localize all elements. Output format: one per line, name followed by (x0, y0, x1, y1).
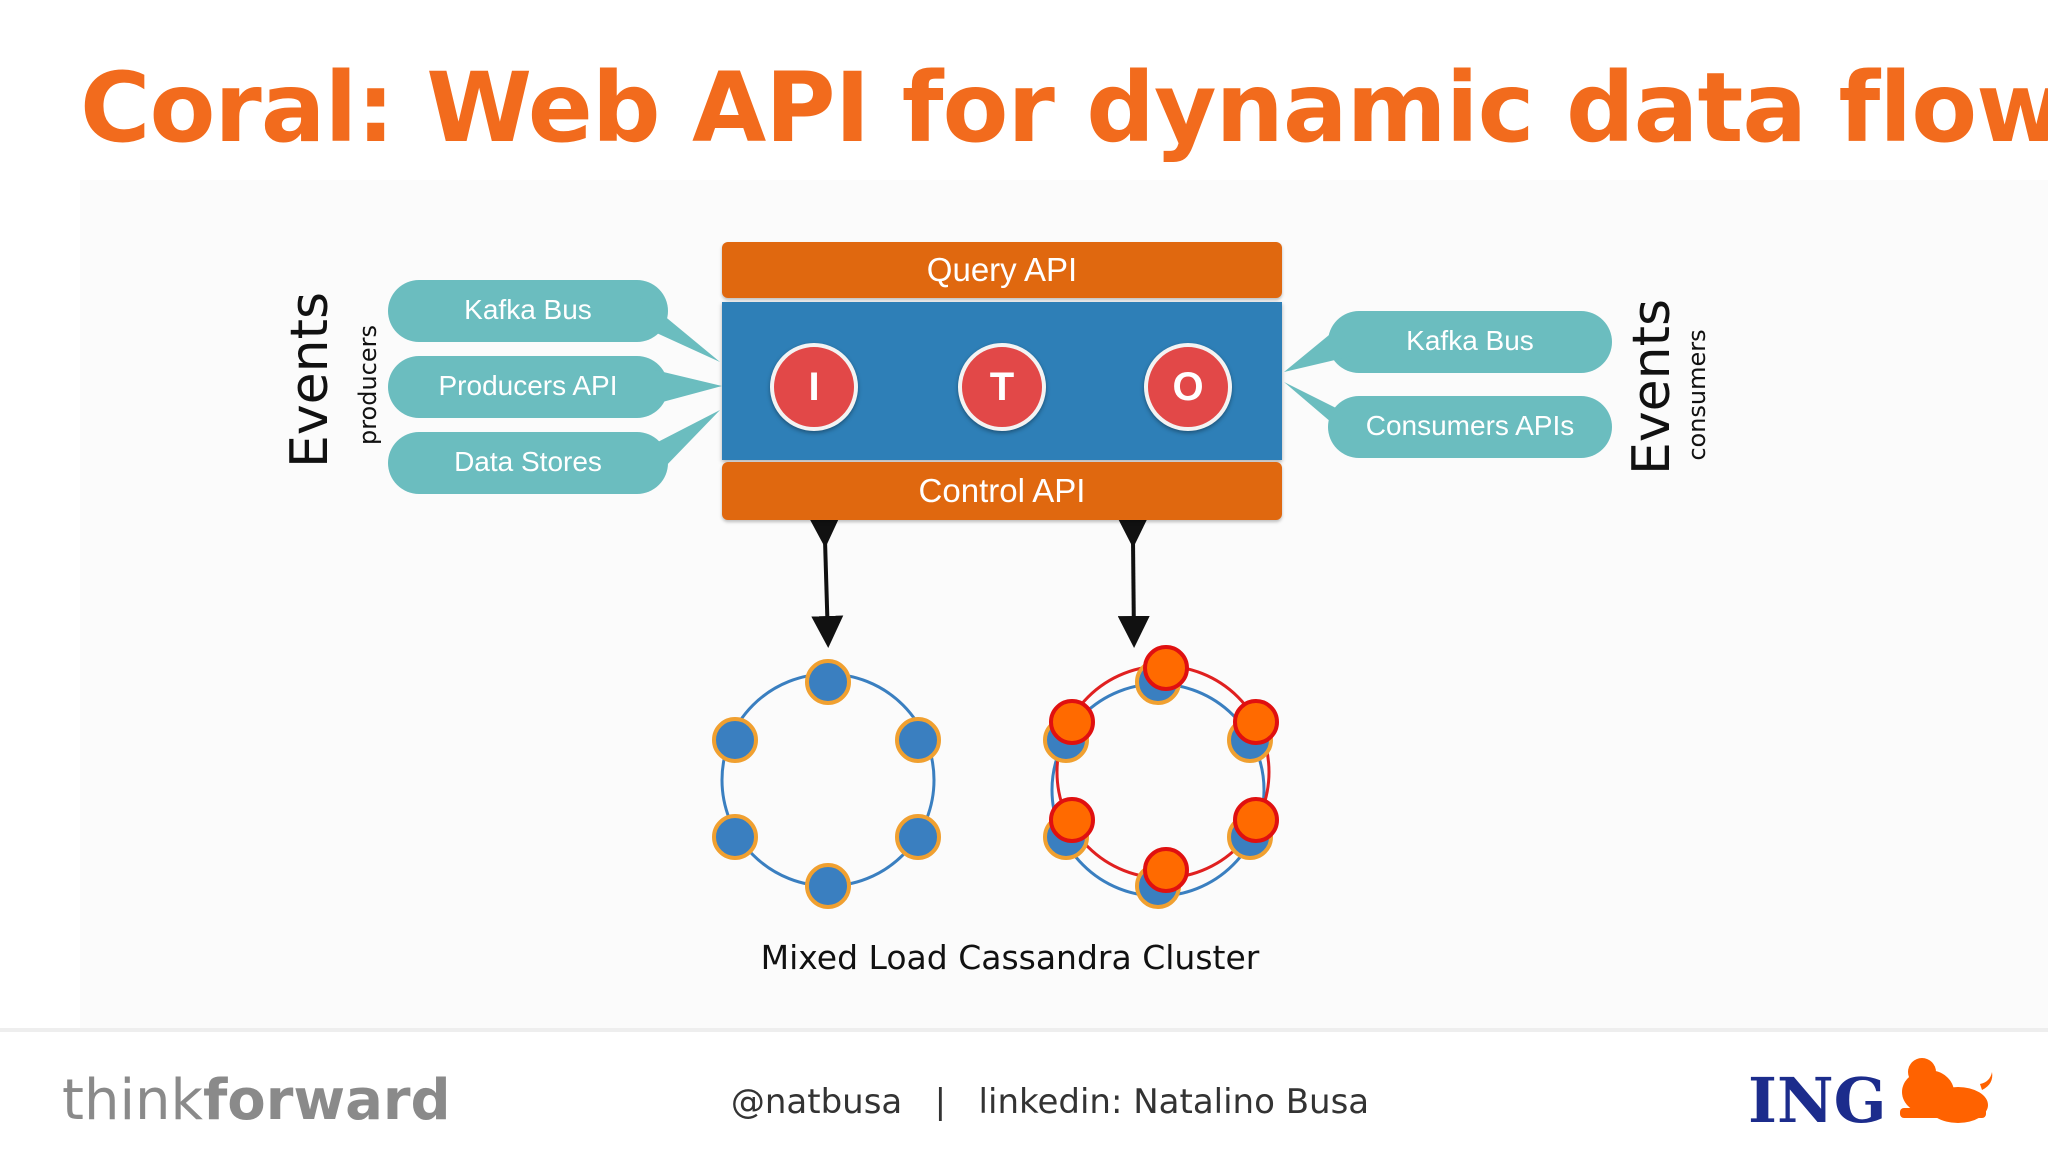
consumer-callout-1 (1328, 311, 1612, 373)
control-api-bar: Control API (722, 462, 1282, 520)
slide-title: Coral: Web API for dynamic data flows (80, 52, 2048, 164)
cassandra-cluster-right (1043, 645, 1279, 909)
producer-callout-3 (388, 432, 668, 494)
producer-callout-2 (388, 356, 668, 418)
consumer-consumers-apis: Consumers APIs (1365, 410, 1575, 441)
cluster-node (712, 717, 758, 763)
contact-info: @natbusa | linkedin: Natalino Busa (730, 1082, 1370, 1122)
cluster-node-replica (1233, 699, 1279, 745)
query-api-label: Query API (926, 251, 1078, 288)
producer-data-stores: Data Stores (454, 446, 602, 477)
consumers-role-label: consumers (1683, 329, 1711, 461)
ing-logo-text: ING (1748, 1064, 1887, 1137)
cluster-node-replica (1143, 847, 1189, 893)
control-api-label: Control API (918, 472, 1086, 509)
brand-light: think (62, 1068, 203, 1133)
cluster-node (805, 659, 851, 705)
producer-callouts (388, 280, 722, 494)
consumer-callout-2 (1328, 396, 1612, 458)
cluster-node (895, 814, 941, 860)
producer-kafka-bus: Kafka Bus (464, 294, 592, 325)
cluster-node-replica (1233, 797, 1279, 843)
producers-events-label: Events (280, 291, 340, 468)
pipeline-node-input: I (770, 343, 858, 431)
cluster-node (805, 863, 851, 909)
consumer-kafka-bus: Kafka Bus (1406, 325, 1534, 356)
brand-bold: forward (202, 1068, 451, 1133)
producer-producers-api: Producers API (438, 370, 618, 401)
cluster-node-replica (1049, 797, 1095, 843)
cassandra-cluster-left (712, 659, 941, 909)
consumer-callouts (1284, 311, 1612, 458)
producers-role-label: producers (354, 324, 382, 446)
cluster-node (895, 717, 941, 763)
producer-callout-1 (388, 280, 668, 342)
cluster-link-arrow-left (808, 515, 844, 648)
cluster-node-replica (1143, 645, 1189, 691)
cluster-node-replica (1049, 699, 1095, 745)
cluster-node (712, 814, 758, 860)
footer-divider (0, 1028, 2048, 1032)
thinkforward-logo: thinkforward (62, 1068, 451, 1133)
query-api-bar: Query API (722, 242, 1282, 298)
cluster-link-arrow-right (1116, 515, 1150, 648)
pipeline-node-transform: T (958, 343, 1046, 431)
pipeline-node-output: O (1144, 343, 1232, 431)
consumers-events-label: Events (1622, 298, 1682, 475)
cluster-caption: Mixed Load Cassandra Cluster (760, 938, 1260, 977)
